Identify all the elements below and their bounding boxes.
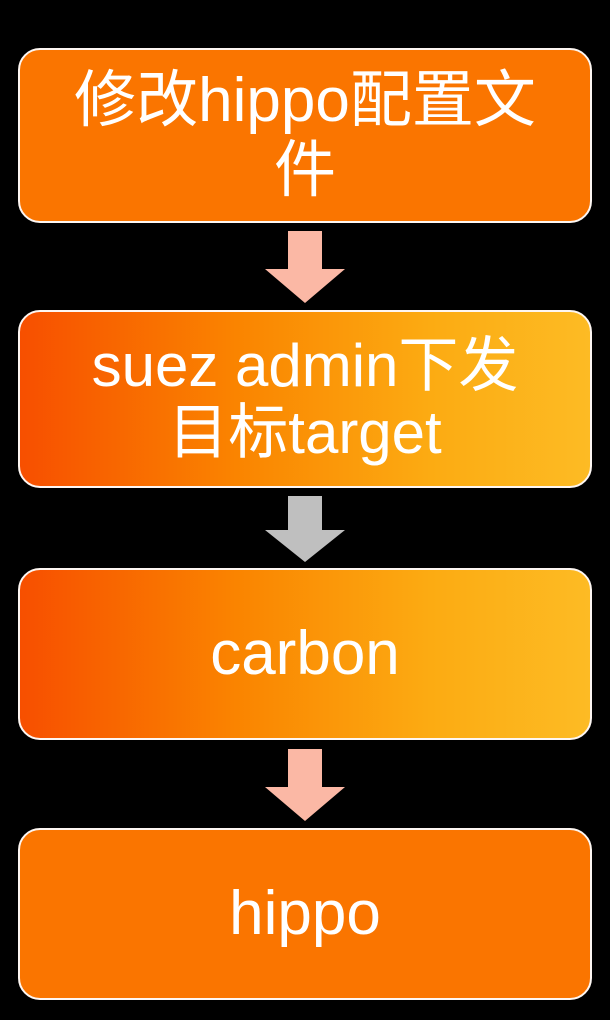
arrow-down-icon: [265, 496, 345, 562]
flow-node-modify-hippo-config[interactable]: 修改hippo配置文 件: [18, 48, 592, 223]
flow-arrow-down-2: [265, 496, 345, 562]
flow-arrow-down-1: [265, 231, 345, 303]
flow-node-label: 修改hippo配置文 件: [74, 66, 536, 205]
arrow-down-icon: [265, 231, 345, 303]
flow-node-suez-admin-target[interactable]: suez admin下发 目标target: [18, 310, 592, 488]
arrow-down-icon: [265, 749, 345, 821]
flow-node-label: carbon: [210, 619, 400, 689]
flow-arrow-down-3: [265, 749, 345, 821]
flow-node-carbon[interactable]: carbon: [18, 568, 592, 740]
flow-node-hippo[interactable]: hippo: [18, 828, 592, 1000]
flow-node-label: hippo: [229, 879, 381, 949]
flow-node-label: suez admin下发 目标target: [91, 331, 519, 466]
